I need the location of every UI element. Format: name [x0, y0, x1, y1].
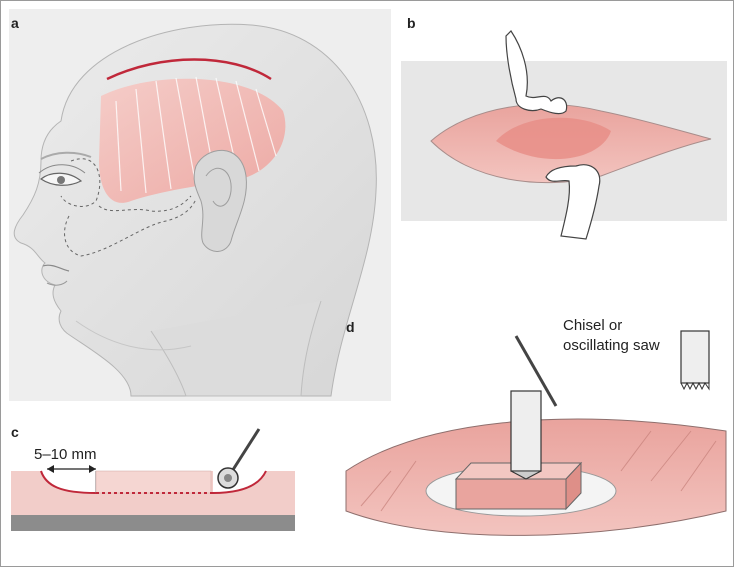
- panel-b-scalp-incision: [401, 30, 727, 240]
- bone-inner-table: [11, 515, 295, 531]
- panel-c-bone-graft: [11, 428, 295, 531]
- panel-letter-a: a: [11, 15, 19, 31]
- burr-tool: [227, 428, 261, 477]
- tool-label-line1: Chisel or: [563, 317, 623, 334]
- incision-line: [106, 58, 272, 81]
- measurement-label: 5–10 mm: [34, 446, 97, 463]
- lower-retractor-hand: [545, 164, 601, 240]
- panel-letter-d: d: [346, 319, 355, 335]
- tool-label-line2: oscillating saw: [563, 337, 660, 354]
- panel-a-head: [9, 9, 391, 401]
- panel-letter-c: c: [11, 424, 19, 440]
- panel-d-graft-harvest: [345, 330, 727, 536]
- panel-letter-b: b: [407, 15, 416, 31]
- saw-blade: [680, 330, 710, 384]
- upper-retractor-hand: [505, 30, 568, 115]
- chisel: [510, 390, 542, 472]
- ear: [193, 149, 247, 252]
